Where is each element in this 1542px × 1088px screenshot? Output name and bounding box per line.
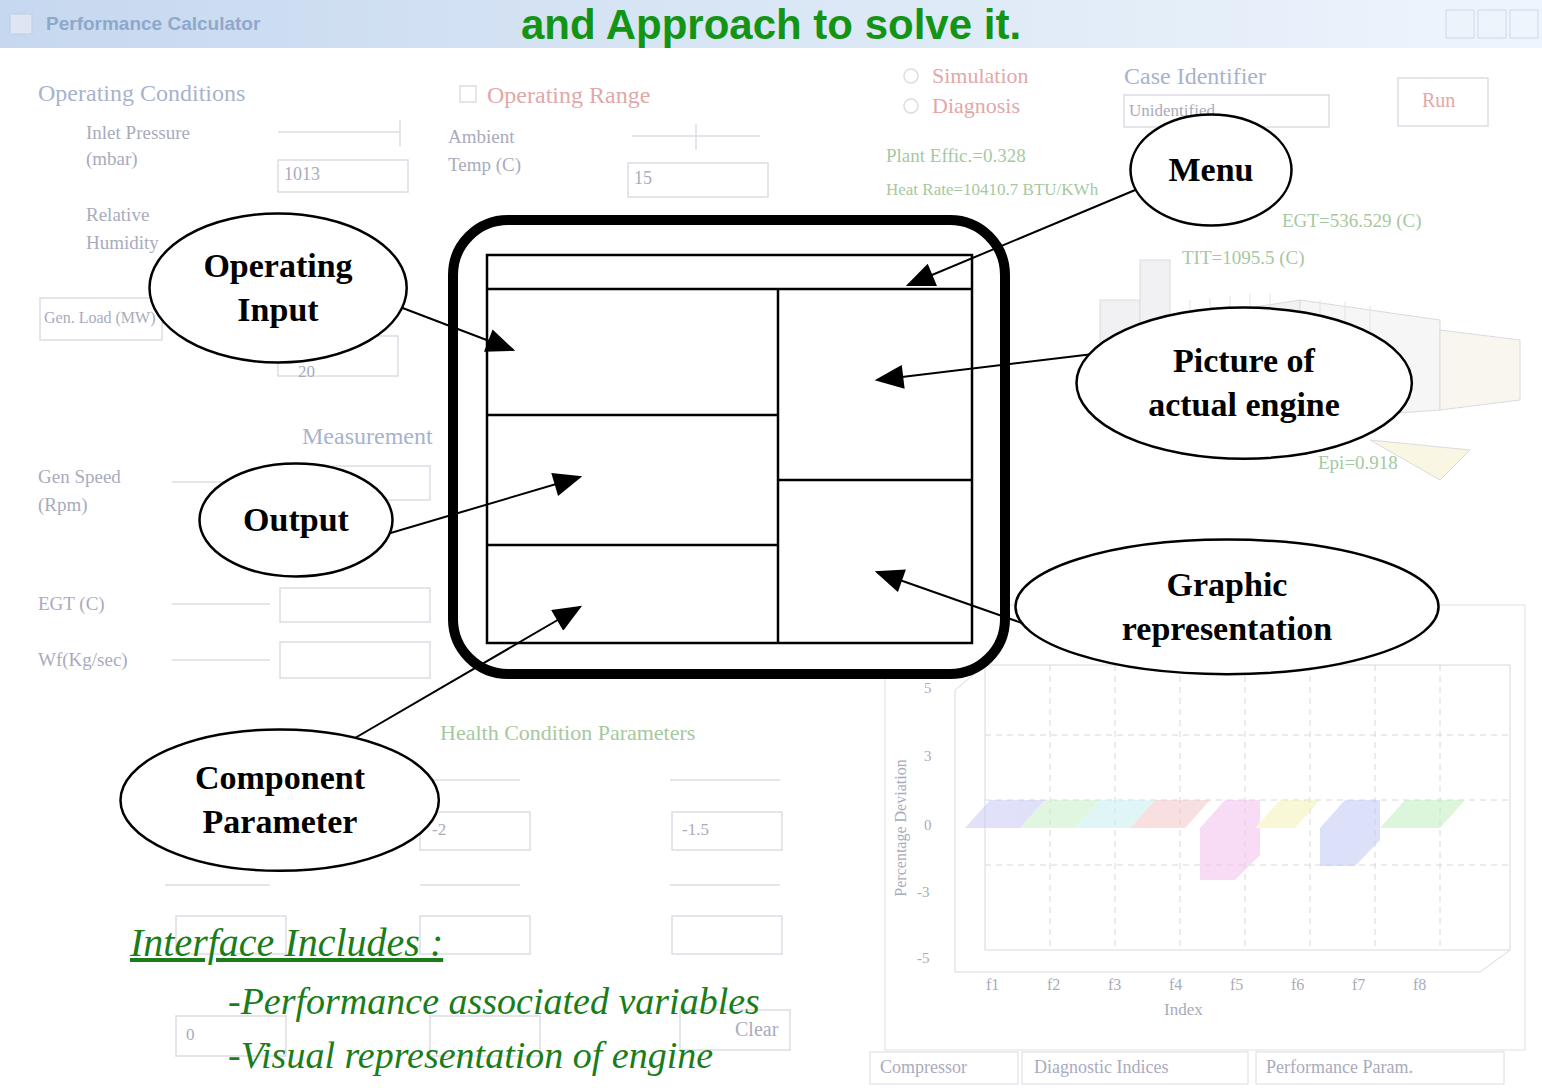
faded-ui-label: (Rpm) [38,494,88,516]
faded-ui-label: 1013 [284,164,320,185]
faded-ui-label: Humidity [86,232,159,254]
faded-ui-label: Ambient [448,126,515,148]
faded-ui-label: Operating Conditions [38,80,245,108]
faded-ui-label: Performance Calculator [46,13,260,35]
faded-ui-label: Operating Range [487,82,650,110]
ellipse-content: Output [198,462,394,578]
faded-ui-label: f6 [1291,976,1304,994]
ellipse-outline [1075,306,1413,460]
faded-ui-label: (mbar) [86,148,138,170]
faded-ui-label: f8 [1413,976,1426,994]
faded-ui-label: 20 [298,362,315,382]
faded-ui-label: TIT=1095.5 (C) [1182,247,1305,269]
ellipse-shape [149,214,406,363]
faded-ui-label: -3 [917,884,930,901]
faded-ui-label: Case Identifier [1124,63,1266,91]
window-icon [10,14,32,34]
faded-ui-label: Diagnosis [932,93,1020,118]
faded-ui-label: Percentage Deviation [892,759,910,896]
ellipse-shape [1076,307,1411,458]
faded-ui-label: Diagnostic Indices [1034,1057,1168,1078]
callout-text: Graphic representation [1092,563,1362,651]
callout-ellipse: Component Parameter [119,728,440,872]
callout-ellipse: Output [198,462,394,578]
faded-ui-label: Simulation [932,63,1029,88]
faded-ui-label: Inlet Pressure [86,122,190,144]
callout-text: Operating Input [190,244,365,332]
faded-ui-label: f3 [1108,976,1121,994]
callout-text: Menu [1169,148,1254,192]
faded-ui-label: Gen Speed [38,466,121,488]
faded-ui-label: -5 [917,950,930,967]
ellipse-content: Graphic representation [1014,538,1440,676]
faded-ui-label: Performance Param. [1266,1057,1413,1078]
callout-ellipse: Graphic representation [1014,538,1440,676]
window-buttons [1446,10,1538,38]
callout-ellipse: Operating Input [148,212,408,364]
ellipse-shape [121,729,439,870]
slide-note: Interface Includes : [130,920,443,966]
ellipse-shape [1015,540,1438,675]
faded-ui-label: 5 [924,680,932,697]
callout-ellipse: Picture of actual engine [1075,306,1413,460]
faded-ui-label: Temp (C) [448,154,521,176]
slide-note: -Visual representation of engine [228,1034,713,1078]
callout-text: Output [243,498,349,542]
faded-ui-label: 15 [634,168,652,189]
leader-arrows [350,188,1140,738]
faded-ui-label: Measurement [302,423,433,451]
faded-ui-label: -2 [432,820,446,840]
ellipse-outline [148,212,408,364]
faded-ui-label: Relative [86,204,149,226]
faded-ui-label: Epi=0.918 [1318,452,1398,474]
faded-ui-label: 3 [924,748,932,765]
faded-ui-label: f1 [986,976,999,994]
faded-input-boxes [40,69,1488,1056]
callout-text: Component Parameter [175,756,385,844]
ellipse-content: Menu [1129,113,1293,227]
faded-ui-label: f7 [1352,976,1365,994]
faded-ui-label: 0 [924,817,932,834]
faded-ui-label: Heat Rate=10410.7 BTU/KWh [886,180,1098,200]
faded-ui-label: EGT=536.529 (C) [1282,210,1421,232]
faded-ui-label: 0 [186,1025,195,1045]
screen-regions [487,255,972,643]
faded-ui-label: Gen. Load (MW) [44,309,156,327]
ellipse-outline [119,728,440,872]
faded-ui-label: Wf(Kg/sec) [38,649,128,671]
faded-ui-label: f4 [1169,976,1182,994]
faded-ui-label: Compressor [880,1057,967,1078]
ellipse-content: Picture of actual engine [1075,306,1413,460]
faded-deviation-chart [870,605,1525,1084]
faded-ui-label: -1.5 [682,820,709,840]
faded-ui-label: Plant Effic.=0.328 [886,145,1026,167]
ellipse-content: Component Parameter [119,728,440,872]
faded-ui-label: Health Condition Parameters [440,720,695,745]
faded-ui-label: Index [1164,1000,1203,1020]
faded-ui-label: f5 [1230,976,1243,994]
ellipse-shape [200,464,393,577]
slide-note: -Performance associated variables [228,980,760,1024]
faded-ui-label: f2 [1047,976,1060,994]
callout-ellipse: Menu [1129,113,1293,227]
ellipse-shape [1131,115,1292,226]
screen-outline [453,220,1005,674]
faded-ui-label: EGT (C) [38,593,105,615]
ellipse-content: Operating Input [148,212,408,364]
faded-ui-label: Run [1422,89,1455,112]
ellipse-outline [1014,538,1440,676]
callout-text: Picture of actual engine [1126,339,1361,427]
